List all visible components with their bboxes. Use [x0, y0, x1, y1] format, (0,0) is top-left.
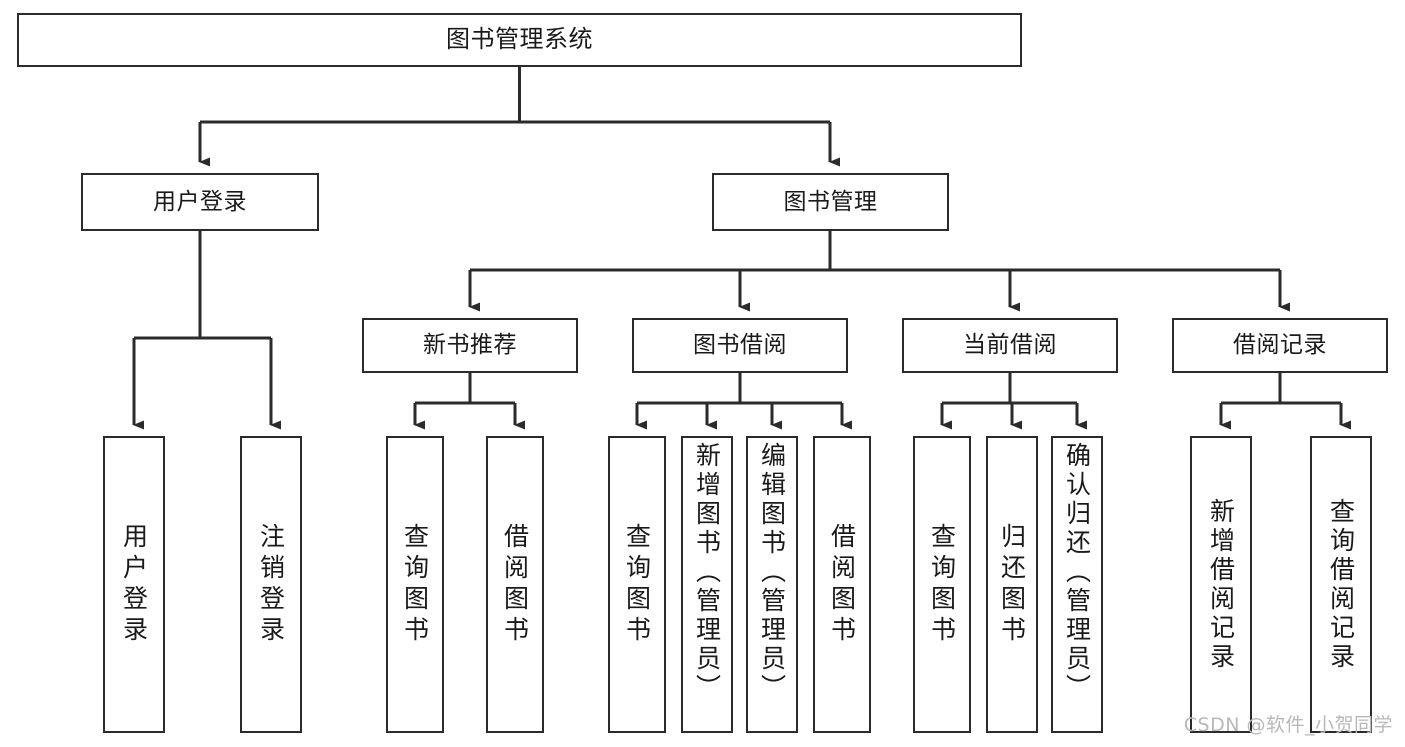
node-label: 新书推荐 [423, 332, 517, 359]
edge-borrowrecord-to-leaves [1219, 373, 1351, 430]
node-label: 归还图书 [997, 522, 1027, 647]
node-label: 当前借阅 [963, 332, 1057, 359]
node-label: 图书管理系统 [446, 25, 593, 54]
node-leaf-return-book[interactable]: 归还图书 [986, 436, 1038, 733]
node-label: 查询图书 [927, 522, 957, 647]
node-borrow-record[interactable]: 借阅记录 [1172, 318, 1388, 373]
node-book-management[interactable]: 图书管理 [712, 173, 949, 231]
node-leaf-query-book-current[interactable]: 查询图书 [913, 436, 971, 733]
node-new-book-recommend[interactable]: 新书推荐 [362, 318, 578, 373]
edge-bookmgmt-to-level2 [468, 231, 1290, 312]
node-label: 用户登录 [153, 188, 247, 215]
node-current-borrow[interactable]: 当前借阅 [902, 318, 1118, 373]
node-leaf-borrow-book-recommend[interactable]: 借阅图书 [486, 436, 544, 733]
node-leaf-logout[interactable]: 注销登录 [240, 436, 302, 733]
node-user-login[interactable]: 用户登录 [81, 173, 319, 231]
node-label: 借阅图书 [827, 522, 857, 647]
node-leaf-user-login[interactable]: 用户登录 [103, 436, 165, 733]
edge-root-to-level1 [198, 67, 840, 167]
node-leaf-query-book-borrow[interactable]: 查询图书 [608, 436, 666, 733]
node-label: 新增图书（管理员） [692, 442, 722, 703]
node-label: 查询图书 [622, 522, 652, 647]
node-label: 注销登录 [256, 522, 286, 647]
node-label: 图书管理 [783, 188, 878, 215]
edge-bookborrow-to-leaves [635, 373, 852, 430]
node-leaf-add-book-admin[interactable]: 新增图书（管理员） [681, 436, 733, 733]
node-label: 新增借阅记录 [1206, 497, 1236, 672]
edge-newbookrec-to-leaves [413, 373, 525, 430]
node-label: 编辑图书（管理员） [757, 442, 787, 703]
node-leaf-add-borrow-record[interactable]: 新增借阅记录 [1190, 436, 1252, 733]
node-leaf-query-book-recommend[interactable]: 查询图书 [386, 436, 444, 733]
edge-userlogin-to-leaves [132, 231, 281, 430]
node-book-borrow[interactable]: 图书借阅 [632, 318, 848, 373]
node-root-system[interactable]: 图书管理系统 [17, 13, 1022, 67]
node-label: 用户登录 [119, 522, 149, 647]
node-leaf-borrow-book-borrow[interactable]: 借阅图书 [813, 436, 871, 733]
node-label: 图书借阅 [693, 332, 787, 359]
node-label: 查询借阅记录 [1326, 497, 1356, 672]
node-label: 查询图书 [400, 522, 430, 647]
edge-currentborrow-to-leaves [940, 373, 1087, 430]
node-label: 确认归还（管理员） [1062, 442, 1092, 703]
node-label: 借阅图书 [500, 522, 530, 647]
node-leaf-query-borrow-record[interactable]: 查询借阅记录 [1310, 436, 1372, 733]
node-leaf-confirm-return-admin[interactable]: 确认归还（管理员） [1051, 436, 1103, 733]
node-leaf-edit-book-admin[interactable]: 编辑图书（管理员） [746, 436, 798, 733]
node-label: 借阅记录 [1233, 332, 1327, 359]
